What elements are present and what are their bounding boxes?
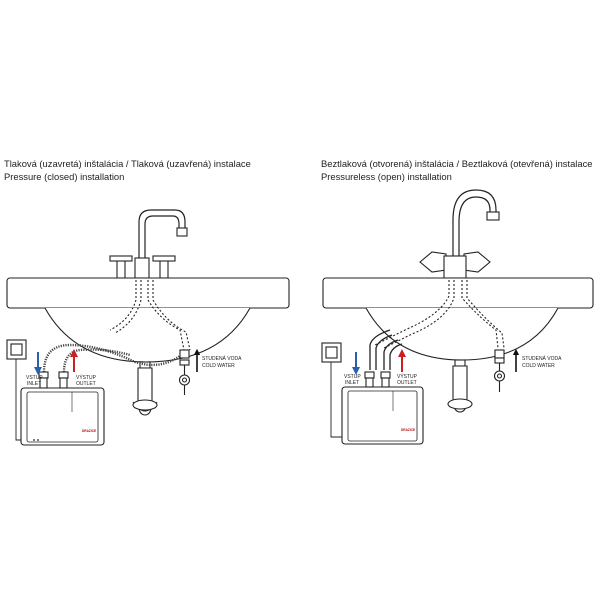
right-outlet-label-2: OUTLET bbox=[397, 380, 417, 386]
left-heading-subtitle: Pressure (closed) installation bbox=[4, 170, 125, 182]
left-cold-water-label-2: COLD WATER bbox=[202, 363, 235, 369]
right-cold-water-label-2: COLD WATER bbox=[522, 363, 555, 369]
left-heading-title: Tlaková (uzavretá) inštalácia / Tlaková … bbox=[4, 158, 251, 169]
left-cold-water-label-1: STUDENÁ VODA bbox=[202, 355, 242, 362]
left-wall-switch bbox=[6, 339, 27, 360]
right-drain-trap bbox=[447, 359, 473, 413]
right-heading-title: Beztlaková (otvorená) inštalácia / Beztl… bbox=[321, 158, 593, 169]
left-outlet-label-2: OUTLET bbox=[76, 381, 96, 387]
left-drain-trap bbox=[132, 361, 158, 416]
right-cold-water-valve bbox=[493, 349, 506, 392]
left-cold-water-valve bbox=[178, 349, 191, 395]
left-faucet bbox=[109, 209, 188, 279]
right-heading-subtitle: Pressureless (open) installation bbox=[321, 170, 452, 182]
right-water-heater bbox=[341, 371, 424, 445]
right-wall-switch bbox=[321, 342, 342, 363]
left-outlet-label-1: VÝSTUP bbox=[76, 374, 97, 381]
right-sink-basin bbox=[365, 307, 559, 361]
right-faucet bbox=[419, 189, 500, 279]
right-cold-water-label-1: STUDENÁ VODA bbox=[522, 355, 562, 362]
right-inlet-label-2: INLET bbox=[345, 380, 359, 386]
left-heading: Tlaková (uzavretá) inštalácia / Tlaková … bbox=[4, 158, 251, 183]
right-outlet-label-1: VÝSTUP bbox=[397, 373, 418, 380]
right-heading: Beztlaková (otvorená) inštalácia / Beztl… bbox=[321, 158, 593, 183]
right-diagram bbox=[321, 189, 594, 445]
left-sink-basin bbox=[44, 307, 251, 363]
right-sink-counter bbox=[322, 277, 594, 309]
left-water-heater bbox=[20, 371, 105, 446]
left-diagram bbox=[6, 209, 290, 446]
right-inlet-label-1: VSTUP bbox=[344, 374, 361, 380]
right-heater-brand: DRAZICE bbox=[401, 428, 415, 432]
left-inlet-label-2: INLET bbox=[27, 381, 41, 387]
left-inlet-label-1: VSTUP bbox=[26, 375, 43, 381]
left-heater-brand: DRAZICE bbox=[82, 429, 96, 433]
